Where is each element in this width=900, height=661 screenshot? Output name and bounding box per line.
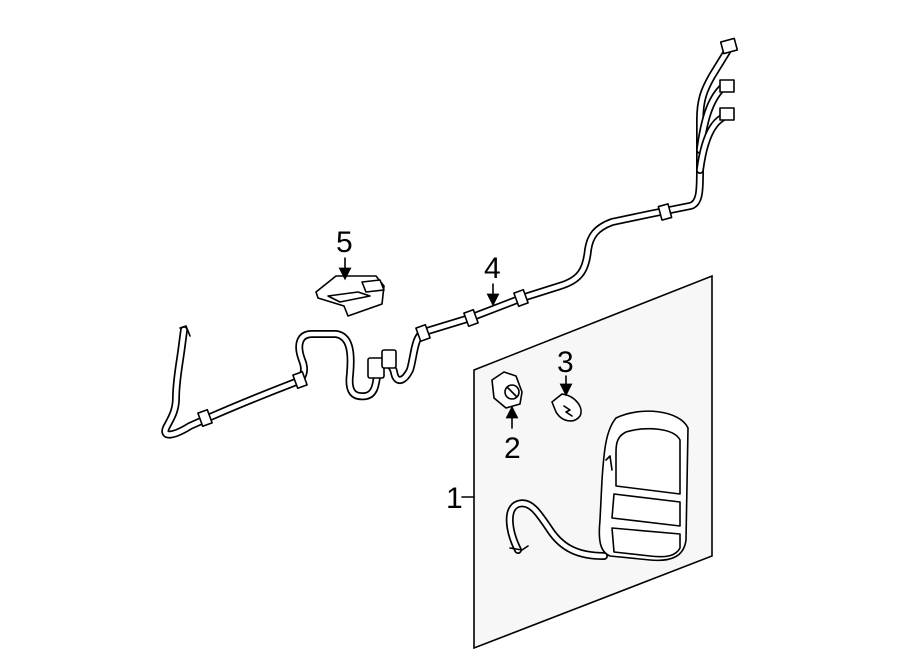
callout-1: 1: [446, 482, 475, 515]
wiring-harness: [161, 37, 739, 439]
callout-5-label: 5: [336, 226, 353, 259]
callout-4: 4: [484, 252, 501, 307]
bulb-socket: [491, 371, 523, 409]
callout-1-label: 1: [446, 482, 463, 515]
callout-2-label: 2: [504, 432, 521, 465]
tail-lamp-assembly: [505, 410, 689, 562]
callout-4-label: 4: [484, 252, 501, 285]
license-lamp: [315, 275, 385, 317]
callout-3-label: 3: [557, 346, 574, 379]
callout-3: 3: [557, 346, 574, 397]
callout-5: 5: [336, 226, 353, 281]
callout-2: 2: [504, 405, 521, 465]
bulb: [551, 393, 582, 422]
